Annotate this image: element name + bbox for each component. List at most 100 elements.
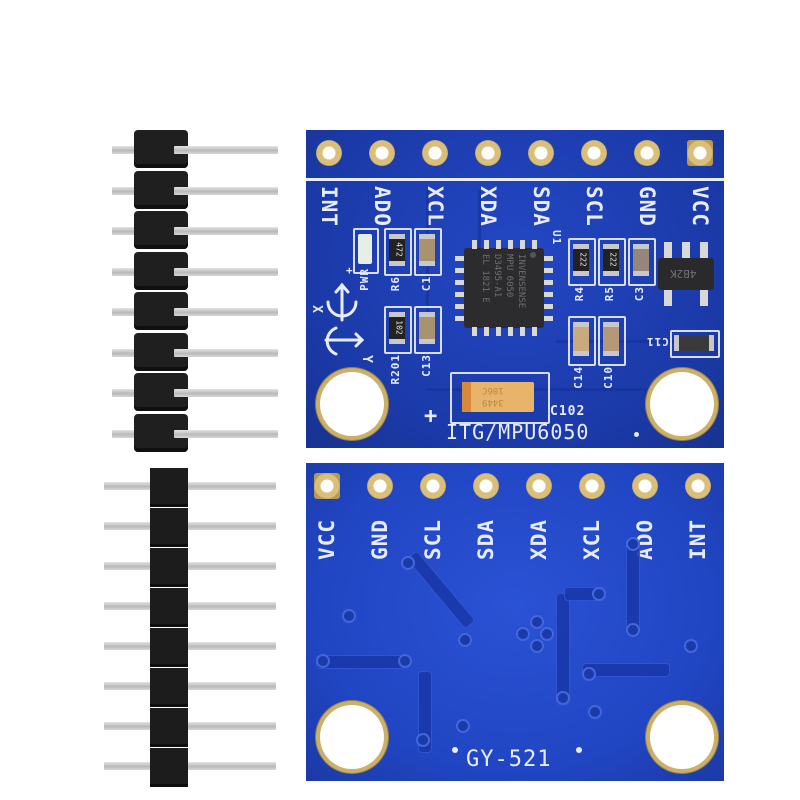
- capacitor-c13: [419, 312, 435, 344]
- header-pin: [104, 482, 276, 490]
- header-housing-segment: [150, 548, 188, 587]
- pin-pad: [528, 140, 554, 166]
- header-pin: [174, 429, 278, 438]
- header-pin: [112, 308, 142, 316]
- header-housing-segment: [150, 748, 188, 787]
- chip-lead: [496, 327, 501, 336]
- pcb-trace: [478, 190, 481, 250]
- regulator-lead: [700, 290, 708, 306]
- pin-label: INT: [317, 186, 341, 227]
- r5-outline: [598, 238, 626, 286]
- r4-outline: [568, 238, 596, 286]
- chip-lead: [455, 316, 464, 321]
- label-r6: R6: [389, 276, 402, 292]
- chip-lead: [455, 268, 464, 273]
- via: [592, 587, 606, 601]
- header-pin: [174, 227, 278, 235]
- resistor-r6: 472: [389, 234, 405, 266]
- header-pin: [112, 227, 142, 235]
- pin-label: GND: [368, 519, 392, 560]
- mounting-hole-right: [650, 372, 714, 436]
- pin-pad: [579, 473, 605, 499]
- resistor-r201: 102: [389, 312, 405, 344]
- resistor-r4: 222: [573, 244, 589, 276]
- pin-label: XCL: [580, 519, 604, 560]
- via: [588, 705, 602, 719]
- pin-label: VCC: [688, 186, 712, 227]
- header-pin: [112, 389, 142, 397]
- chip-lead: [544, 268, 553, 273]
- chip-lead: [508, 240, 513, 249]
- header-housing-segment: [150, 628, 188, 667]
- via: [458, 633, 472, 647]
- label-c11: C11: [646, 335, 669, 348]
- chip-lead: [484, 327, 489, 336]
- resistor-r5: 222: [603, 244, 619, 276]
- via: [416, 733, 430, 747]
- capacitor-c10: [603, 322, 619, 356]
- led-pwr-outline: [353, 228, 379, 274]
- label-r4: R4: [573, 286, 586, 302]
- pcb-trace: [406, 550, 476, 630]
- mounting-hole-left: [320, 372, 384, 436]
- label-u1: U1: [550, 230, 563, 246]
- chip-lead: [532, 327, 537, 336]
- header-pin: [104, 522, 276, 530]
- pin-pad: [687, 140, 713, 166]
- header-pin: [174, 146, 278, 154]
- c14-outline: [568, 316, 596, 366]
- straight-pin-header: [104, 468, 279, 788]
- label-c10: C10: [602, 366, 615, 389]
- pin-label: INT: [686, 519, 710, 560]
- via: [401, 556, 415, 570]
- regulator-lead: [664, 290, 672, 306]
- pin-label: ADO: [370, 186, 394, 227]
- silkscreen-dot: [452, 747, 458, 753]
- header-pin: [174, 267, 278, 276]
- chip-lead: [532, 240, 537, 249]
- label-c14: C14: [572, 366, 585, 389]
- pin-label: XDA: [527, 519, 551, 560]
- pcb-trace: [418, 671, 432, 753]
- pin-pad: [420, 473, 446, 499]
- via: [316, 654, 330, 668]
- header-pin: [112, 186, 142, 195]
- chip-lead: [520, 240, 525, 249]
- pin-label: SCL: [582, 186, 606, 227]
- pcb-trace: [426, 388, 656, 391]
- header-housing-segment: [150, 468, 188, 507]
- silkscreen-dot: [634, 432, 639, 437]
- chip-lead: [544, 292, 553, 297]
- label-polarity-plus: +: [424, 404, 439, 429]
- pin-label: VCC: [315, 519, 339, 560]
- regulator-lead: [664, 242, 672, 258]
- pin-pad: [369, 140, 395, 166]
- via: [456, 719, 470, 733]
- header-pin: [174, 186, 278, 195]
- via: [626, 537, 640, 551]
- via: [530, 615, 544, 629]
- label-r201: R201: [389, 354, 402, 385]
- pin-label: SDA: [474, 519, 498, 560]
- label-r5: R5: [603, 286, 616, 302]
- regulator-lead: [700, 242, 708, 258]
- header-pin: [174, 308, 278, 316]
- capacitor-c1: [419, 234, 435, 266]
- mounting-hole-right: [650, 705, 714, 769]
- pin-pad: [526, 473, 552, 499]
- mounting-hole-left: [320, 705, 384, 769]
- pin-pad: [581, 140, 607, 166]
- via: [398, 654, 412, 668]
- header-housing-segment: [150, 668, 188, 707]
- axis-label-x: X: [308, 305, 324, 314]
- chip-lead: [455, 280, 464, 285]
- pin-pad: [367, 473, 393, 499]
- header-housing-segment: [150, 708, 188, 747]
- header-pin: [112, 146, 142, 154]
- header-pin: [104, 642, 276, 650]
- silkscreen-dot: [576, 747, 582, 753]
- header-pin: [104, 562, 276, 570]
- chip-lead: [544, 256, 553, 261]
- header-housing-segment: [150, 588, 188, 627]
- chip-lead: [544, 304, 553, 309]
